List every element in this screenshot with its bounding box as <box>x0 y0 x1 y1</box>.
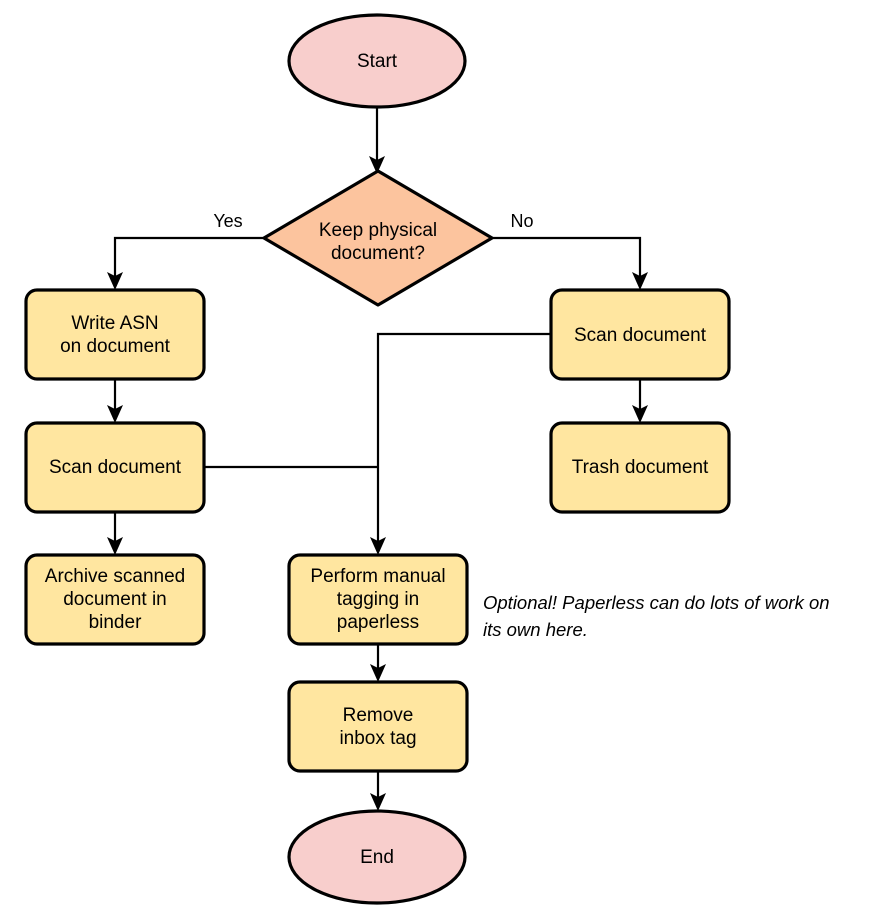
edge-scan-left-to-archive <box>107 512 123 555</box>
manual-tagging-box <box>287 553 469 646</box>
decision-label-line-1: Keep physical <box>319 220 437 241</box>
node-manual-tagging[interactable]: Perform manual tagging in paperless <box>287 553 469 646</box>
node-trash-document[interactable]: Trash document <box>549 421 731 514</box>
edge-write-asn-to-scan-left <box>107 379 123 423</box>
archive-binder-label-line-2: document in <box>63 589 167 610</box>
optional-note-line-2: its own here. <box>483 619 588 640</box>
write-asn-box <box>24 288 206 381</box>
decision-diamond <box>262 169 494 307</box>
optional-note-line-1: Optional! Paperless can do lots of work … <box>483 592 830 613</box>
edge-scan-right-to-manual-tagging <box>370 332 551 555</box>
node-remove-inbox-tag[interactable]: Remove inbox tag <box>287 680 469 773</box>
scan-document-left-label: Scan document <box>49 457 182 478</box>
archive-binder-label-line-3: binder <box>89 612 142 633</box>
start-label: Start <box>357 51 398 72</box>
edge-manual-tagging-to-remove-inbox <box>370 644 386 682</box>
remove-inbox-tag-box <box>287 680 469 773</box>
trash-document-box <box>549 421 731 514</box>
end-label: End <box>360 847 394 868</box>
edge-scan-right-to-trash <box>632 379 648 423</box>
edge-remove-inbox-to-end <box>370 771 386 811</box>
node-keep-physical-document[interactable]: Keep physical document? <box>262 169 494 307</box>
annotation-layer: Optional! Paperless can do lots of work … <box>483 592 830 640</box>
node-scan-document-left[interactable]: Scan document <box>24 421 206 514</box>
remove-inbox-tag-label-line-1: Remove <box>343 705 414 726</box>
node-archive-binder[interactable]: Archive scanned document in binder <box>24 553 206 646</box>
scan-document-right-label: Scan document <box>574 325 707 346</box>
node-start[interactable]: Start <box>287 13 467 109</box>
decision-label-line-2: document? <box>331 243 425 264</box>
start-ellipse <box>287 13 467 109</box>
edge-decision-yes-to-write-asn: Yes <box>107 211 264 290</box>
edge-label-yes: Yes <box>213 211 242 231</box>
trash-document-label: Trash document <box>572 457 709 478</box>
manual-tagging-label-line-2: tagging in <box>337 589 419 610</box>
end-ellipse <box>287 809 467 905</box>
write-asn-label-line-1: Write ASN <box>71 313 158 334</box>
write-asn-label-line-2: on document <box>60 336 171 357</box>
archive-binder-box <box>24 553 206 646</box>
node-layer: Start Keep physical document? Write ASN … <box>24 13 731 905</box>
scan-document-left-box <box>24 421 206 514</box>
edge-decision-no-to-scan-right: No <box>492 211 648 290</box>
node-write-asn[interactable]: Write ASN on document <box>24 288 206 381</box>
node-end[interactable]: End <box>287 809 467 905</box>
manual-tagging-label-line-3: paperless <box>337 612 419 633</box>
edge-start-to-decision <box>369 107 385 174</box>
node-scan-document-right[interactable]: Scan document <box>549 288 731 381</box>
archive-binder-label-line-1: Archive scanned <box>45 566 185 587</box>
manual-tagging-label-line-1: Perform manual <box>310 566 445 587</box>
edge-label-no: No <box>510 211 533 231</box>
edge-layer: Yes No <box>107 107 648 811</box>
remove-inbox-tag-label-line-2: inbox tag <box>339 728 416 749</box>
scan-document-right-box <box>549 288 731 381</box>
